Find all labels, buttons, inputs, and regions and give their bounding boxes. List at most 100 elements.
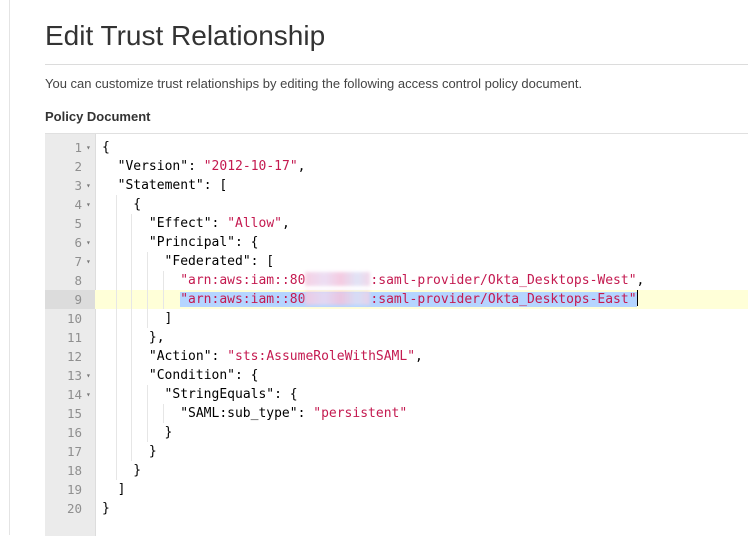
line-number-cell: 9 <box>45 290 95 309</box>
line-number-cell: 5 <box>45 214 95 233</box>
line-number-cell: 13 ▾ <box>45 366 95 385</box>
line-number-cell: 6▾ <box>45 233 95 252</box>
fold-arrow-icon[interactable]: ▾ <box>86 390 91 399</box>
code-line[interactable]: 6▾"Principal": { <box>45 233 748 252</box>
code-line[interactable]: 18} <box>45 461 748 480</box>
code-text: } <box>165 423 173 442</box>
code-text: "Condition": { <box>149 366 259 385</box>
indent-guide <box>115 233 117 252</box>
indent-guide <box>146 309 148 328</box>
json-key: "Statement" <box>117 178 204 193</box>
indent-guide <box>115 214 117 233</box>
fold-arrow-icon[interactable]: ▾ <box>86 238 91 247</box>
code-line[interactable]: 15"SAML:sub_type": "persistent" <box>45 404 748 423</box>
code-lines[interactable]: 1▾{2"Version": "2012-10-17",3▾"Statement… <box>45 138 748 518</box>
json-key: "Principal" <box>148 235 235 250</box>
code-line[interactable]: 12"Action": "sts:AssumeRoleWithSAML", <box>45 347 748 366</box>
code-line[interactable]: 4▾{ <box>45 195 748 214</box>
code-punctuation: ] <box>117 482 126 497</box>
title-divider <box>45 64 748 65</box>
json-key: "Effect" <box>148 216 212 231</box>
line-number: 10 <box>66 311 82 326</box>
code-line[interactable]: 20} <box>45 499 748 518</box>
code-text: }, <box>149 328 165 347</box>
fold-arrow-icon[interactable]: ▾ <box>86 371 91 380</box>
indent-guide <box>146 290 148 309</box>
code-text: "arn:aws:iam::80 :saml-provider/Okta_Desk… <box>180 290 638 309</box>
fold-arrow-icon[interactable]: ▾ <box>86 257 91 266</box>
code-line[interactable]: 7▾"Federated": [ <box>45 252 748 271</box>
json-string-value: "Allow" <box>227 216 282 231</box>
code-line[interactable]: 5 "Effect": "Allow", <box>45 214 748 233</box>
code-line[interactable]: 13 ▾ "Condition": { <box>45 366 748 385</box>
policy-document-editor[interactable]: 1▾{2"Version": "2012-10-17",3▾"Statement… <box>45 133 748 536</box>
code-line[interactable]: 11}, <box>45 328 748 347</box>
code-punctuation: : <box>188 159 204 174</box>
code-line[interactable]: 9 "arn:aws:iam::80 :saml-provider/Okta_Des… <box>45 290 748 309</box>
code-punctuation: } <box>164 425 173 440</box>
code-punctuation: , <box>636 273 645 288</box>
line-number-cell: 17 <box>45 442 95 461</box>
indent-guide <box>162 271 164 290</box>
indent-guide <box>115 423 117 442</box>
code-text: } <box>149 442 157 461</box>
json-string-value: :saml-provider/Okta_Desktops-East" <box>370 292 637 307</box>
line-number: 12 <box>66 349 82 364</box>
line-number-cell: 10 <box>45 309 95 328</box>
code-line[interactable]: 1 ▾ { <box>45 138 748 157</box>
string-value: "arn:aws:iam::80:saml-provider/Okta_Desk… <box>180 272 637 288</box>
code-line[interactable]: 2"Version": "2012-10-17", <box>45 157 748 176</box>
code-punctuation: , <box>415 349 423 364</box>
code-line[interactable]: 10] <box>45 309 748 328</box>
indent-guide <box>115 309 117 328</box>
json-string-value: :saml-provider/Okta_Desktops-West" <box>370 273 637 288</box>
indent-guide <box>131 385 133 404</box>
indent-guide <box>146 385 148 404</box>
code-line[interactable]: 16} <box>45 423 748 442</box>
line-number: 4 <box>74 197 82 212</box>
code-punctuation: }, <box>148 330 165 345</box>
code-text: "Effect": "Allow", <box>149 214 290 233</box>
json-string-value: "arn:aws:iam::80 <box>180 292 306 307</box>
indent-guide <box>162 404 164 423</box>
line-number: 15 <box>66 406 82 421</box>
indent-guide <box>131 252 133 271</box>
line-number-cell: 3▾ <box>45 176 95 195</box>
indent-guide <box>115 366 117 385</box>
line-number-cell: 14▾ <box>45 385 95 404</box>
fold-arrow-icon[interactable]: ▾ <box>86 181 91 190</box>
line-number: 18 <box>66 463 82 478</box>
code-text: { <box>102 138 110 157</box>
indent-guide <box>131 404 133 423</box>
line-number-cell: 15 <box>45 404 95 423</box>
code-text: ] <box>165 309 173 328</box>
code-text: "Principal": { <box>149 233 259 252</box>
line-number: 7 <box>74 254 82 269</box>
code-line[interactable]: 8"arn:aws:iam::80:saml-provider/Okta_Des… <box>45 271 748 290</box>
fold-arrow-icon[interactable]: ▾ <box>86 200 91 209</box>
line-number: 1 <box>74 140 82 155</box>
code-punctuation: , <box>297 159 306 174</box>
code-line[interactable]: 3▾"Statement": [ <box>45 176 748 195</box>
code-punctuation: : [ <box>203 178 228 193</box>
line-number: 6 <box>74 235 82 250</box>
code-punctuation: : <box>297 406 314 421</box>
line-number: 3 <box>74 178 82 193</box>
indent-guide <box>131 328 133 347</box>
indent-guide <box>115 461 117 480</box>
indent-guide <box>115 385 117 404</box>
line-number-cell: 18 <box>45 461 95 480</box>
indent-guide <box>115 271 117 290</box>
fold-arrow-icon[interactable]: ▾ <box>86 143 91 152</box>
line-number: 13 <box>66 368 82 383</box>
indent-guide <box>131 233 133 252</box>
code-line[interactable]: 17} <box>45 442 748 461</box>
code-text: "StringEquals": { <box>165 385 298 404</box>
code-line[interactable]: 14▾ "StringEquals": { <box>45 385 748 404</box>
code-line[interactable]: 19] <box>45 480 748 499</box>
code-text: } <box>133 461 141 480</box>
code-text: ] <box>118 480 126 499</box>
line-number: 2 <box>74 159 82 174</box>
line-number: 11 <box>66 330 82 345</box>
json-key: "Action" <box>148 349 212 364</box>
